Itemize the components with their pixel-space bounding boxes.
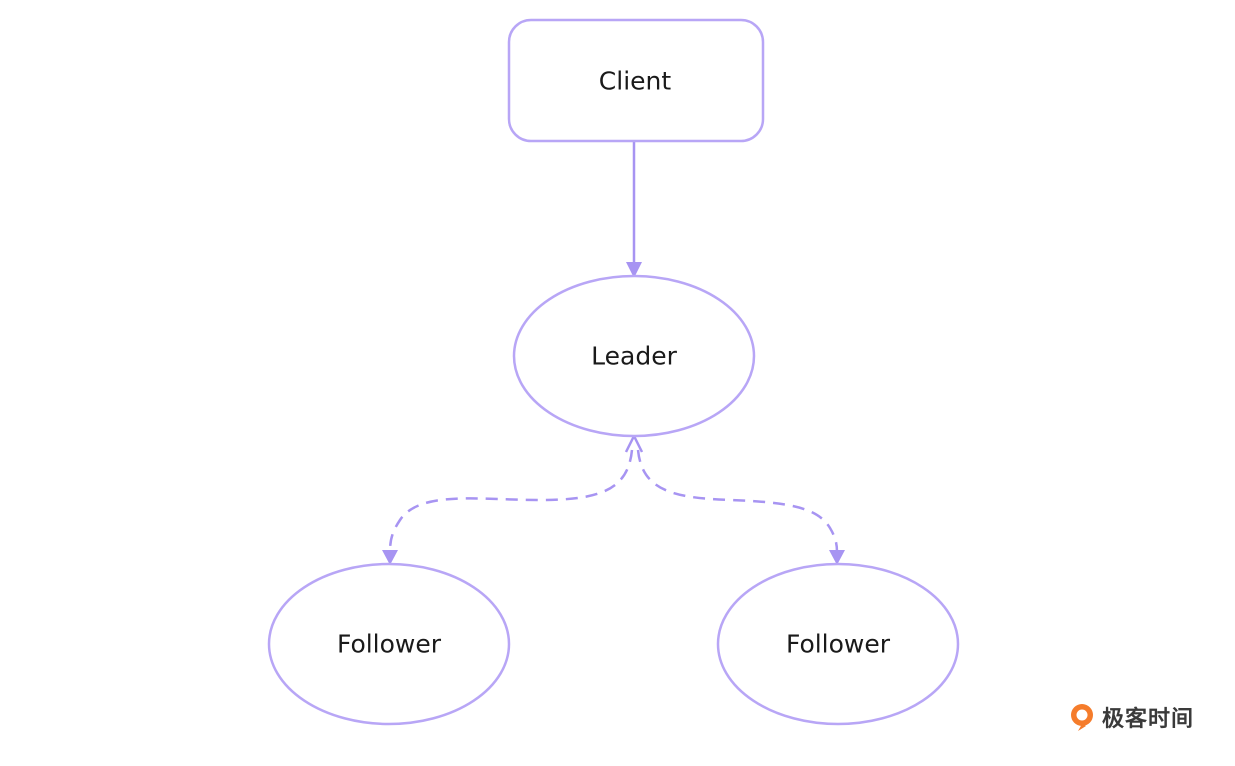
geektime-logo-icon bbox=[1071, 704, 1093, 731]
arrowhead-leader-top bbox=[626, 262, 642, 278]
node-follower-left: Follower bbox=[267, 562, 511, 726]
leader-bottom-marker bbox=[624, 433, 644, 453]
watermark-text: 极客时间 bbox=[1102, 707, 1195, 732]
arrowhead-follower-right bbox=[829, 550, 845, 565]
watermark: 极客时间 bbox=[1068, 701, 1194, 733]
edge-leader-to-follower-right bbox=[636, 449, 845, 565]
edge-leader-to-follower-left bbox=[382, 449, 634, 565]
node-follower-right: Follower bbox=[716, 562, 960, 726]
node-leader-label: Leader bbox=[591, 342, 677, 371]
arrowhead-follower-left bbox=[382, 550, 398, 565]
node-client: Client bbox=[507, 18, 765, 143]
node-follower-left-label: Follower bbox=[337, 630, 442, 659]
node-follower-right-label: Follower bbox=[786, 630, 891, 659]
edge-client-to-leader bbox=[626, 142, 642, 278]
node-client-label: Client bbox=[599, 67, 672, 96]
node-leader: Leader bbox=[512, 274, 756, 438]
